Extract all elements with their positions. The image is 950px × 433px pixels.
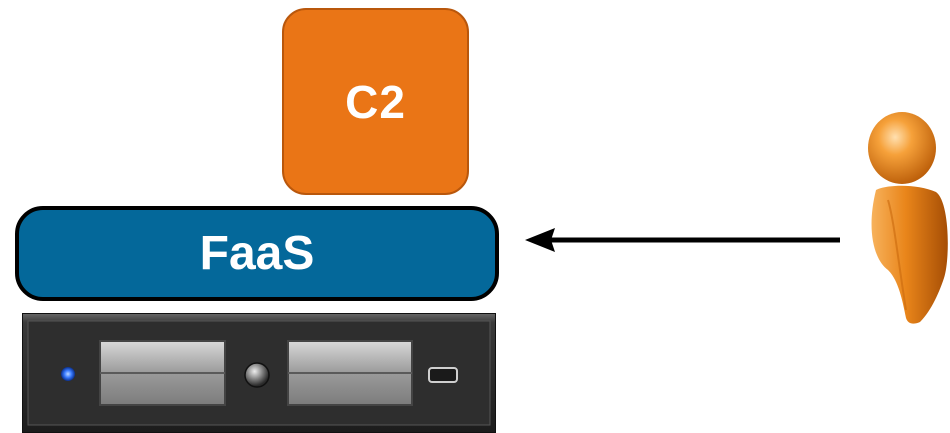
faas-label: FaaS <box>199 227 315 280</box>
arrow-left-icon <box>525 228 840 252</box>
server-power-button-icon <box>244 362 270 388</box>
server-led-icon <box>61 367 75 381</box>
c2-node: C2 <box>282 8 469 195</box>
c2-label: C2 <box>345 75 406 128</box>
user-person-icon <box>868 112 948 324</box>
server-rack-icon <box>22 313 496 433</box>
faas-node: FaaS <box>15 206 499 301</box>
server-port-icon <box>428 367 458 383</box>
